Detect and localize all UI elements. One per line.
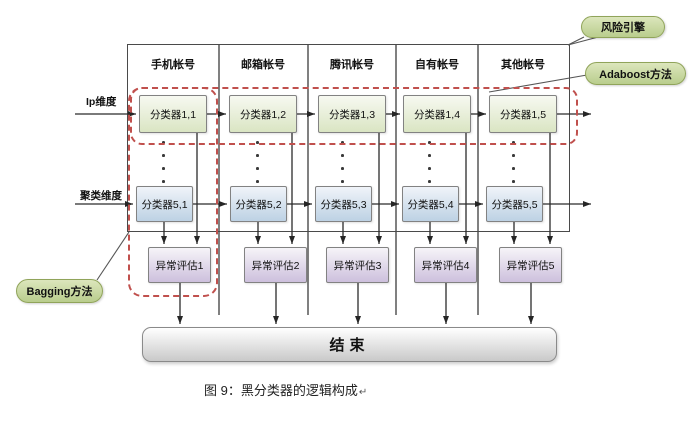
figure-caption-text: 图 9：黑分类器的逻辑构成 [204,383,358,398]
column-header-other-account: 其他帐号 [501,59,545,71]
risk-engine-callout: 风险引擎 [581,16,665,38]
column-ellipsis-3 [341,141,344,183]
evaluator-box-3: 异常评估3 [326,247,389,283]
column-ellipsis-2 [256,141,259,183]
classifier-box-5-1: 分类器5,1 [136,186,193,222]
evaluator-box-4: 异常评估4 [414,247,477,283]
adaboost-callout: Adaboost方法 [585,62,686,85]
classifier-box-1-5: 分类器1,5 [489,95,557,133]
classifier-box-1-1: 分类器1,1 [139,95,207,133]
classifier-box-5-4: 分类器5,4 [402,186,459,222]
evaluator-box-2: 异常评估2 [244,247,307,283]
evaluator-box-5: 异常评估5 [499,247,562,283]
evaluator-box-1: 异常评估1 [148,247,211,283]
classifier-box-5-3: 分类器5,3 [315,186,372,222]
column-header-own-account: 自有帐号 [415,59,459,71]
bagging-method-region [128,87,218,297]
bagging-callout: Bagging方法 [16,279,103,303]
evaluator-to-end-arrows [177,283,534,324]
input-label-cluster-dimension: 聚类维度 [80,190,122,202]
figure-caption: 图 9：黑分类器的逻辑构成↵ [204,380,367,399]
column-ellipsis-1 [162,141,165,183]
column-header-mobile-account: 手机帐号 [151,59,195,71]
classifier-box-1-4: 分类器1,4 [403,95,471,133]
input-label-ip-dimension: Ip维度 [86,96,117,108]
column-header-tencent-account: 腾讯帐号 [330,59,374,71]
column-header-email-account: 邮箱帐号 [241,59,285,71]
column-ellipsis-5 [512,141,515,183]
return-mark: ↵ [358,387,368,398]
classifier-box-1-3: 分类器1,3 [318,95,386,133]
classifier-box-5-2: 分类器5,2 [230,186,287,222]
column-ellipsis-4 [428,141,431,183]
classifier-box-1-2: 分类器1,2 [229,95,297,133]
classifier-box-5-5: 分类器5,5 [486,186,543,222]
end-node: 结束 [142,327,557,362]
